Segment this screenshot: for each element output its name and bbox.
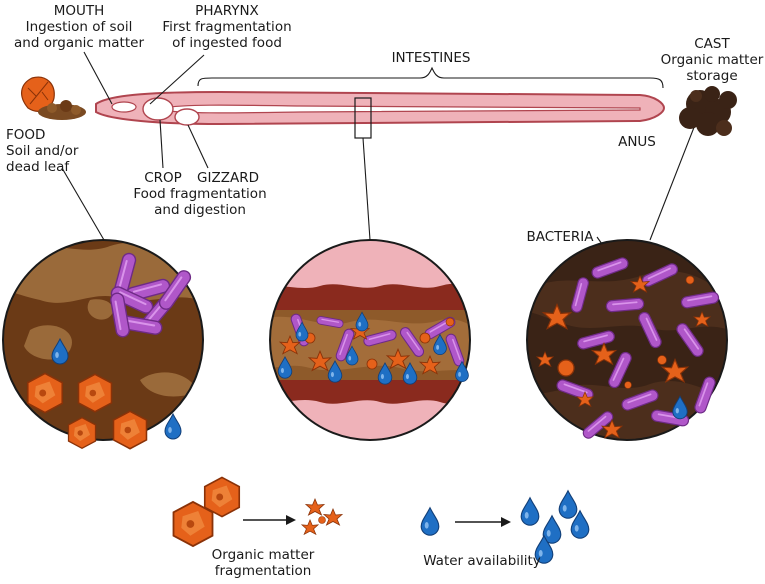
gizzard-title: GIZZARD xyxy=(197,170,259,186)
food-line1: Soil and/or xyxy=(6,143,79,159)
mouth-cavity xyxy=(111,101,137,113)
crop-title: CROP xyxy=(144,170,182,186)
mouth-label: MOUTH Ingestion of soil and organic matt… xyxy=(4,3,154,51)
legend-water-many-3 xyxy=(558,490,578,519)
crop-organ xyxy=(142,97,174,121)
food-organic-piece-1 xyxy=(26,372,64,414)
cast-icon xyxy=(679,86,737,136)
digestion-line2: and digestion xyxy=(154,202,246,218)
legend-water-line1: Water availability xyxy=(423,553,541,569)
cast-label: CAST Organic matter storage xyxy=(656,36,765,84)
legend-water-label: Water availability xyxy=(412,553,552,569)
legend-water-many-1 xyxy=(520,497,540,526)
cast-title: CAST xyxy=(694,36,730,52)
digestion-label: Food fragmentation and digestion xyxy=(122,186,278,218)
food-title: FOOD xyxy=(6,127,46,143)
gizzard-label: GIZZARD xyxy=(190,170,266,186)
gizzard-organ xyxy=(174,108,200,126)
bacteria-label: BACTERIA xyxy=(518,229,602,245)
pharynx-line2: of ingested food xyxy=(172,35,282,51)
mouth-title: MOUTH xyxy=(53,3,105,19)
legend-fragmentation-label: Organic matter fragmentation xyxy=(198,547,328,579)
anus-label: ANUS xyxy=(612,134,662,150)
mouth-line2: and organic matter xyxy=(14,35,144,51)
anus-title: ANUS xyxy=(618,134,656,150)
food-organic-piece-2 xyxy=(77,373,113,413)
legend xyxy=(172,476,590,564)
pharynx-label: PHARYNX First fragmentation of ingested … xyxy=(150,3,304,51)
food-organic-piece-3 xyxy=(67,417,97,449)
mouth-line1: Ingestion of soil xyxy=(25,19,133,35)
bacteria-title: BACTERIA xyxy=(526,229,594,245)
food-zoom-circle xyxy=(2,239,204,450)
earthworm xyxy=(95,90,666,139)
cast-line1: Organic matter xyxy=(660,52,764,68)
crop-label: CROP xyxy=(134,170,192,186)
food-label: FOOD Soil and/or dead leaf xyxy=(0,127,100,175)
legend-fragment-4 xyxy=(318,516,326,524)
digestion-line1: Food fragmentation xyxy=(133,186,267,202)
legend-fragmentation-line2: fragmentation xyxy=(214,563,312,579)
intestine-zoom-circle xyxy=(269,239,471,441)
legend-water-single xyxy=(420,507,440,536)
legend-fragmentation-line1: Organic matter xyxy=(211,547,315,563)
intestines-label: INTESTINES xyxy=(372,50,490,66)
cast-zoom-circle xyxy=(526,239,728,442)
legend-organic-large-2 xyxy=(172,500,214,548)
cast-line2: storage xyxy=(686,68,738,84)
legend-fragment-3 xyxy=(301,519,319,535)
food-line2: dead leaf xyxy=(6,159,70,175)
food-icon xyxy=(21,76,86,120)
food-organic-piece-4 xyxy=(112,410,148,450)
intestines-title: INTESTINES xyxy=(391,50,471,66)
pharynx-line1: First fragmentation xyxy=(162,19,292,35)
pharynx-title: PHARYNX xyxy=(195,3,259,19)
legend-fragment-1 xyxy=(305,498,325,516)
pointer-lines xyxy=(61,51,701,259)
legend-fragment-2 xyxy=(323,508,343,526)
